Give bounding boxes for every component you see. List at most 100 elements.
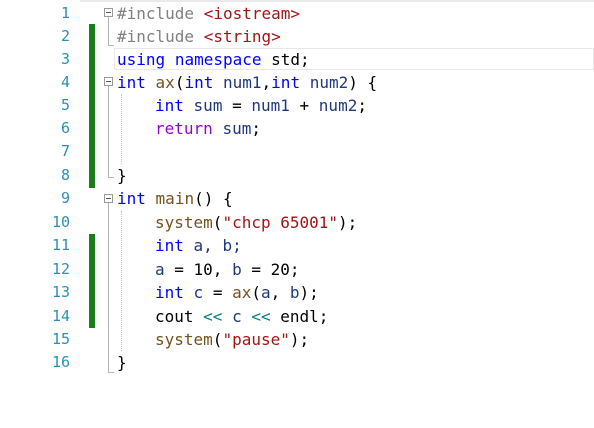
line-number: 6	[60, 119, 70, 137]
line-number: 4	[60, 73, 70, 91]
fold-end-marker	[108, 45, 114, 46]
fold-end-marker	[108, 177, 114, 178]
variable-list: a, b;	[193, 236, 242, 255]
function-name: main	[155, 189, 195, 208]
variable: num2	[318, 96, 358, 115]
line-number: 16	[51, 353, 70, 371]
string-literal: "chcp 65001"	[222, 213, 339, 232]
paren: (	[251, 283, 261, 302]
code-line-5[interactable]: int sum = num1 + num2;	[155, 94, 367, 117]
line-number: 8	[60, 166, 70, 184]
paren-semicolon: );	[338, 213, 358, 232]
assignment: = 20;	[241, 260, 300, 279]
line-number: 14	[51, 307, 70, 325]
closing-brace: }	[117, 353, 127, 372]
variable: a	[155, 260, 165, 279]
collapse-region-icon[interactable]	[104, 8, 113, 17]
code-line-4[interactable]: int ax(int num1,int num2) {	[117, 71, 377, 94]
line-number: 3	[60, 50, 70, 68]
code-line-10[interactable]: system("chcp 65001");	[155, 211, 357, 234]
line-number: 7	[60, 142, 70, 160]
line-number: 10	[51, 213, 70, 231]
operator: =	[222, 96, 252, 115]
code-line-13[interactable]: int c = ax(a, b);	[155, 281, 319, 304]
keyword: int	[184, 73, 214, 92]
variable: a	[261, 283, 271, 302]
line-number: 12	[51, 260, 70, 278]
code-line-14[interactable]: cout << c << endl;	[155, 305, 328, 328]
endl-manipulator: endl	[280, 307, 319, 326]
variable: c	[232, 307, 242, 326]
fold-guide-line	[108, 17, 109, 45]
code-line-9[interactable]: int main() {	[117, 187, 233, 210]
line-number: 9	[60, 189, 70, 207]
code-line-12[interactable]: a = 10, b = 20;	[155, 258, 300, 281]
code-line-15[interactable]: system("pause");	[155, 328, 309, 351]
closing-brace: }	[117, 166, 127, 185]
comma: ,	[261, 73, 272, 92]
preprocessor-directive: #include	[117, 4, 195, 23]
line-number-gutter: 1 2 3 4 5 6 7 8 9 10 11 12 13 14 15 16	[0, 0, 80, 428]
line-number: 5	[60, 96, 70, 114]
change-indicator-bar	[89, 234, 95, 328]
paren: (	[212, 330, 223, 349]
editor-top-border	[0, 0, 594, 2]
function-call: system	[155, 330, 213, 349]
paren-brace: () {	[194, 189, 233, 208]
paren-semicolon: );	[299, 283, 319, 302]
code-line-8[interactable]: }	[117, 164, 127, 187]
variable: num1	[251, 96, 290, 115]
line-number: 2	[60, 27, 70, 45]
variable: sum	[193, 96, 223, 115]
parameter: num1	[223, 73, 262, 92]
keyword: int	[117, 73, 146, 92]
variable: b	[289, 283, 300, 302]
keyword: namespace	[174, 50, 262, 69]
paren-semicolon: );	[289, 330, 310, 349]
code-line-11[interactable]: int a, b;	[155, 234, 242, 257]
fold-guide-line	[108, 203, 109, 372]
indent-guide	[121, 94, 122, 164]
paren-brace: ) {	[348, 73, 378, 92]
indent-guide	[121, 211, 122, 351]
function-call: system	[155, 213, 213, 232]
parameter: num2	[309, 73, 349, 92]
keyword: int	[155, 96, 184, 115]
comma: ,	[270, 283, 290, 302]
line-number: 1	[60, 4, 70, 22]
include-target: <string>	[203, 27, 281, 46]
keyword: int	[271, 73, 301, 92]
semicolon: ;	[251, 119, 261, 138]
function-call: ax	[232, 283, 252, 302]
paren: (	[212, 213, 223, 232]
stream-name: cout	[155, 307, 194, 326]
keyword: int	[155, 283, 184, 302]
change-indicator-bar	[89, 24, 95, 188]
assignment: = 10,	[164, 260, 233, 279]
paren: (	[174, 73, 185, 92]
variable: b	[232, 260, 242, 279]
keyword: int	[155, 236, 184, 255]
code-line-6[interactable]: return sum;	[155, 117, 261, 140]
operator: =	[203, 283, 233, 302]
namespace-name: std;	[271, 50, 310, 69]
code-line-2[interactable]: #include <string>	[117, 25, 281, 48]
line-number: 15	[51, 330, 70, 348]
fold-end-marker	[108, 372, 114, 373]
string-literal: "pause"	[222, 330, 290, 349]
function-name: ax	[155, 73, 175, 92]
collapse-region-icon[interactable]	[104, 194, 113, 203]
code-line-3[interactable]: using namespace std;	[117, 48, 310, 71]
fold-guide-line	[108, 86, 109, 177]
code-line-1[interactable]: #include <iostream>	[117, 2, 300, 25]
collapse-region-icon[interactable]	[104, 77, 113, 86]
operator: +	[289, 96, 319, 115]
line-number: 11	[51, 236, 70, 254]
code-line-16[interactable]: }	[117, 351, 127, 374]
variable: c	[193, 283, 204, 302]
operator: <<	[193, 307, 233, 326]
keyword: int	[117, 189, 146, 208]
line-number: 13	[51, 283, 70, 301]
variable: sum	[222, 119, 252, 138]
